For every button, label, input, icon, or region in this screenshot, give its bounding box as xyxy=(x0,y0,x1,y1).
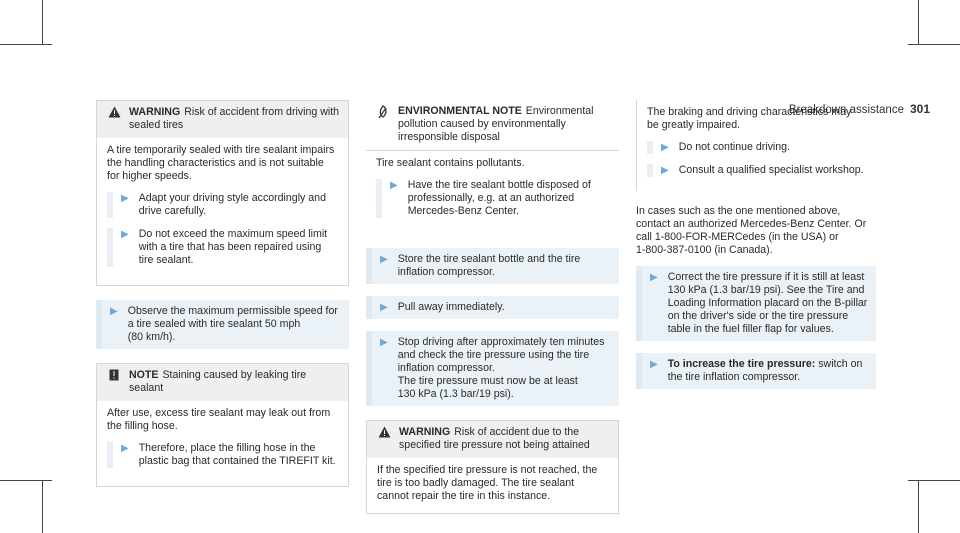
increase-label: To increase the tire pressure: xyxy=(667,358,816,370)
crop-mark xyxy=(918,0,919,45)
instruction-step: ▶Therefore, place the filling hose in th… xyxy=(107,442,338,468)
section-title: Breakdown assistance xyxy=(788,104,904,116)
instruction-step: ▶Have the tire sealant bottle disposed o… xyxy=(376,179,609,218)
env-title: Environmental pollution caused by enviro… xyxy=(398,105,594,143)
crop-mark xyxy=(908,480,960,481)
warning-text: If the specified tire pressure is not re… xyxy=(377,464,598,502)
warning-label: WARNING xyxy=(129,106,181,118)
instruction-step: ▶Do not exceed the maximum speed limit w… xyxy=(107,228,338,267)
contact-paragraph: In cases such as the one mentioned above… xyxy=(636,205,867,256)
arrow-icon: ▶ xyxy=(380,302,388,313)
arrow-icon: ▶ xyxy=(121,229,129,240)
arrow-icon: ▶ xyxy=(650,359,658,370)
env-text: Tire sealant contains pollutants. xyxy=(376,157,525,169)
arrow-icon: ▶ xyxy=(390,180,398,191)
warning-continuation: The braking and driving characteristics … xyxy=(636,100,876,191)
page-header: Breakdown assistance 301 xyxy=(789,103,930,117)
warning-text: The braking and driving characteristics … xyxy=(647,106,852,131)
warning-label: WARNING xyxy=(399,426,451,438)
store-step: ▶ Store the tire sealant bottle and the … xyxy=(366,248,619,284)
column-3: The braking and driving characteristics … xyxy=(636,100,876,401)
observe-speed-step: ▶ Observe the maximum permissible speed … xyxy=(96,300,349,349)
note-body: After use, excess tire sealant may leak … xyxy=(97,401,348,486)
env-body: Tire sealant contains pollutants. ▶Have … xyxy=(366,150,619,236)
instruction-step: ▶Consult a qualified specialist workshop… xyxy=(647,164,866,177)
crop-mark xyxy=(0,480,52,481)
arrow-icon: ▶ xyxy=(380,337,388,348)
crop-mark xyxy=(0,44,52,45)
arrow-icon: ▶ xyxy=(110,306,118,317)
instruction-step: ▶Do not continue driving. xyxy=(647,141,866,154)
page-number: 301 xyxy=(909,102,930,116)
warning-title: Risk of accident from driving with seale… xyxy=(129,106,340,131)
arrow-icon: ▶ xyxy=(650,272,658,283)
crop-mark xyxy=(918,480,919,533)
correct-pressure-step: ▶ Correct the tire pressure if it is sti… xyxy=(636,266,876,341)
crop-mark xyxy=(42,0,43,45)
note-label: NOTE xyxy=(129,369,159,381)
crop-mark xyxy=(42,480,43,533)
note-icon xyxy=(105,369,123,395)
instruction-step: ▶Adapt your driving style accordingly an… xyxy=(107,192,338,218)
warning-body: If the specified tire pressure is not re… xyxy=(367,458,618,513)
note-text: After use, excess tire sealant may leak … xyxy=(107,407,331,432)
warning-triangle-icon xyxy=(375,426,393,452)
arrow-icon: ▶ xyxy=(121,443,129,454)
increase-text: switch on the tire inflation compressor. xyxy=(667,358,863,383)
warning-body: A tire temporarily sealed with tire seal… xyxy=(97,138,348,285)
arrow-icon: ▶ xyxy=(380,254,388,265)
warning-title: Risk of accident due to the specified ti… xyxy=(399,426,590,451)
stop-driving-step: ▶ Stop driving after approximately ten m… xyxy=(366,331,619,406)
crop-mark xyxy=(908,44,960,45)
increase-pressure-step: ▶ To increase the tire pressure: switch … xyxy=(636,353,876,389)
pull-away-step: ▶ Pull away immediately. xyxy=(366,296,619,319)
warning-text: A tire temporarily sealed with tire seal… xyxy=(107,144,335,182)
arrow-icon: ▶ xyxy=(661,165,669,176)
note-title: Staining caused by leaking tire sealant xyxy=(129,369,307,394)
environment-icon xyxy=(374,105,392,144)
warning-triangle-icon xyxy=(105,106,123,132)
arrow-icon: ▶ xyxy=(661,142,669,153)
env-label: ENVIRONMENTAL NOTE xyxy=(398,105,522,117)
arrow-icon: ▶ xyxy=(121,193,129,204)
